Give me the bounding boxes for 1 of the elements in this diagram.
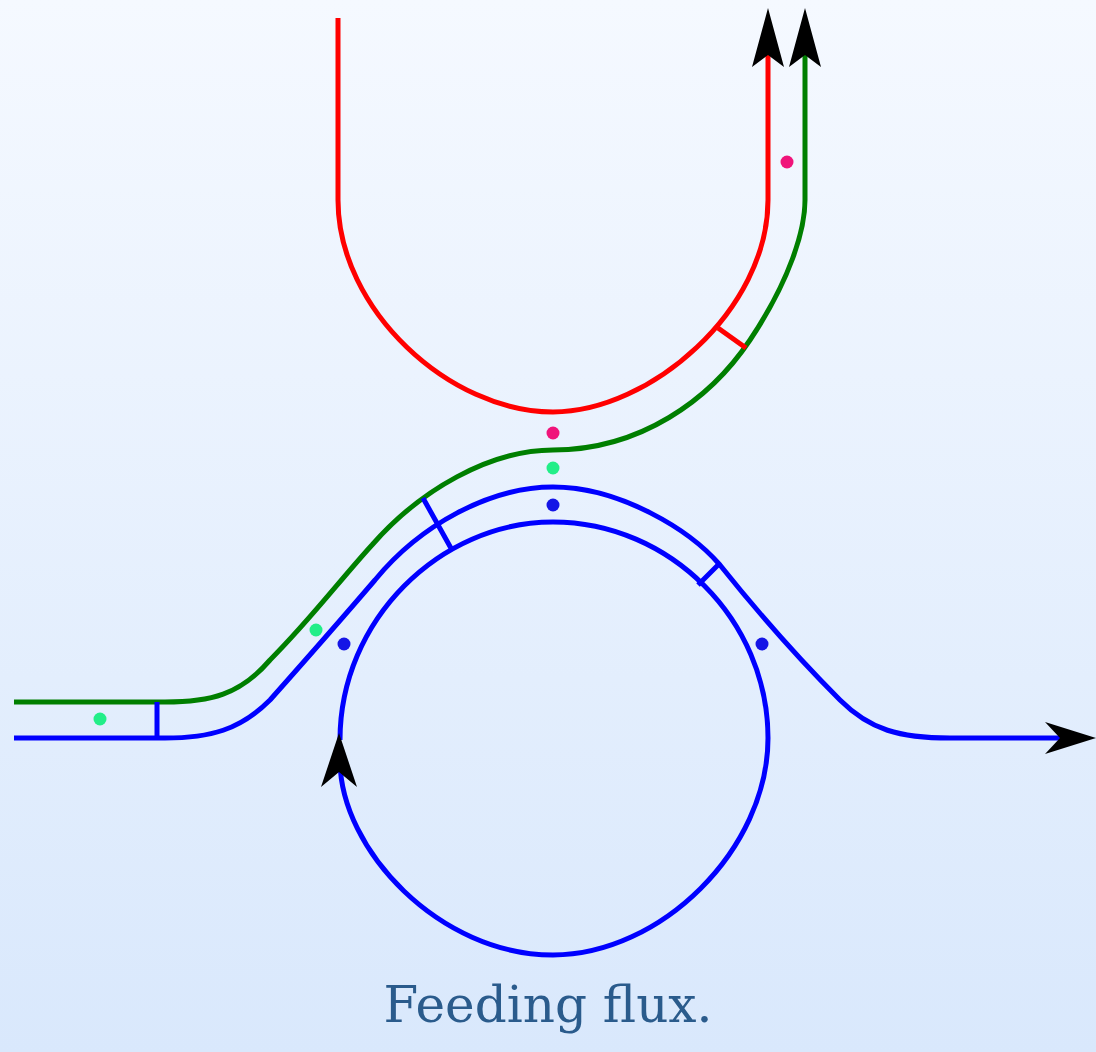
caption: Feeding flux. [383, 978, 713, 1033]
